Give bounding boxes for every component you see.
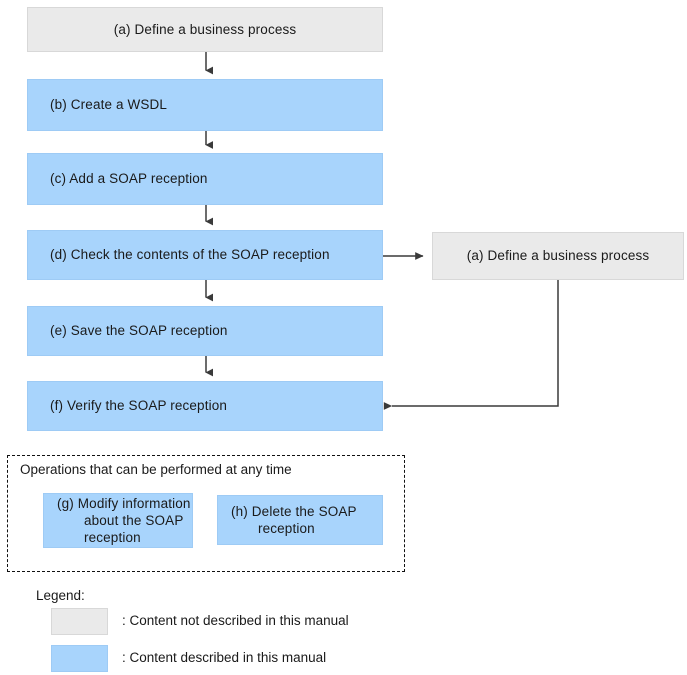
node-h-label: (h) Delete the SOAP reception: [231, 503, 357, 536]
anytime-operations-caption: Operations that can be performed at any …: [20, 462, 292, 477]
legend-swatch-described: [51, 645, 108, 672]
node-a2-label: (a) Define a business process: [466, 248, 650, 264]
node-a-define-business-process[interactable]: (a) Define a business process: [27, 7, 383, 52]
node-d-label: (d) Check the contents of the SOAP recep…: [50, 247, 330, 263]
node-a2-define-business-process[interactable]: (a) Define a business process: [432, 232, 684, 280]
legend-title: Legend:: [36, 588, 85, 603]
anytime-operations-group: [7, 455, 405, 572]
legend-swatch-not-described: [51, 608, 108, 635]
node-b-label: (b) Create a WSDL: [50, 97, 168, 113]
legend-text-not-described: : Content not described in this manual: [122, 613, 349, 628]
node-g-label: (g) Modify information about the SOAP re…: [57, 495, 191, 546]
node-c-add-soap-reception[interactable]: (c) Add a SOAP reception: [27, 153, 383, 205]
node-c-label: (c) Add a SOAP reception: [50, 171, 208, 187]
node-e-label: (e) Save the SOAP reception: [50, 323, 228, 339]
node-d-check-contents[interactable]: (d) Check the contents of the SOAP recep…: [27, 230, 383, 280]
node-a-label: (a) Define a business process: [113, 21, 297, 37]
node-g-modify-information[interactable]: (g) Modify information about the SOAP re…: [43, 493, 193, 548]
node-f-label: (f) Verify the SOAP reception: [50, 398, 227, 414]
connector-a2-to-f: [383, 280, 559, 410]
node-b-create-wsdl[interactable]: (b) Create a WSDL: [27, 79, 383, 131]
node-e-save-soap-reception[interactable]: (e) Save the SOAP reception: [27, 306, 383, 356]
legend-text-described: : Content described in this manual: [122, 650, 327, 665]
node-h-delete-soap-reception[interactable]: (h) Delete the SOAP reception: [217, 495, 383, 545]
node-f-verify-soap-reception[interactable]: (f) Verify the SOAP reception: [27, 381, 383, 431]
